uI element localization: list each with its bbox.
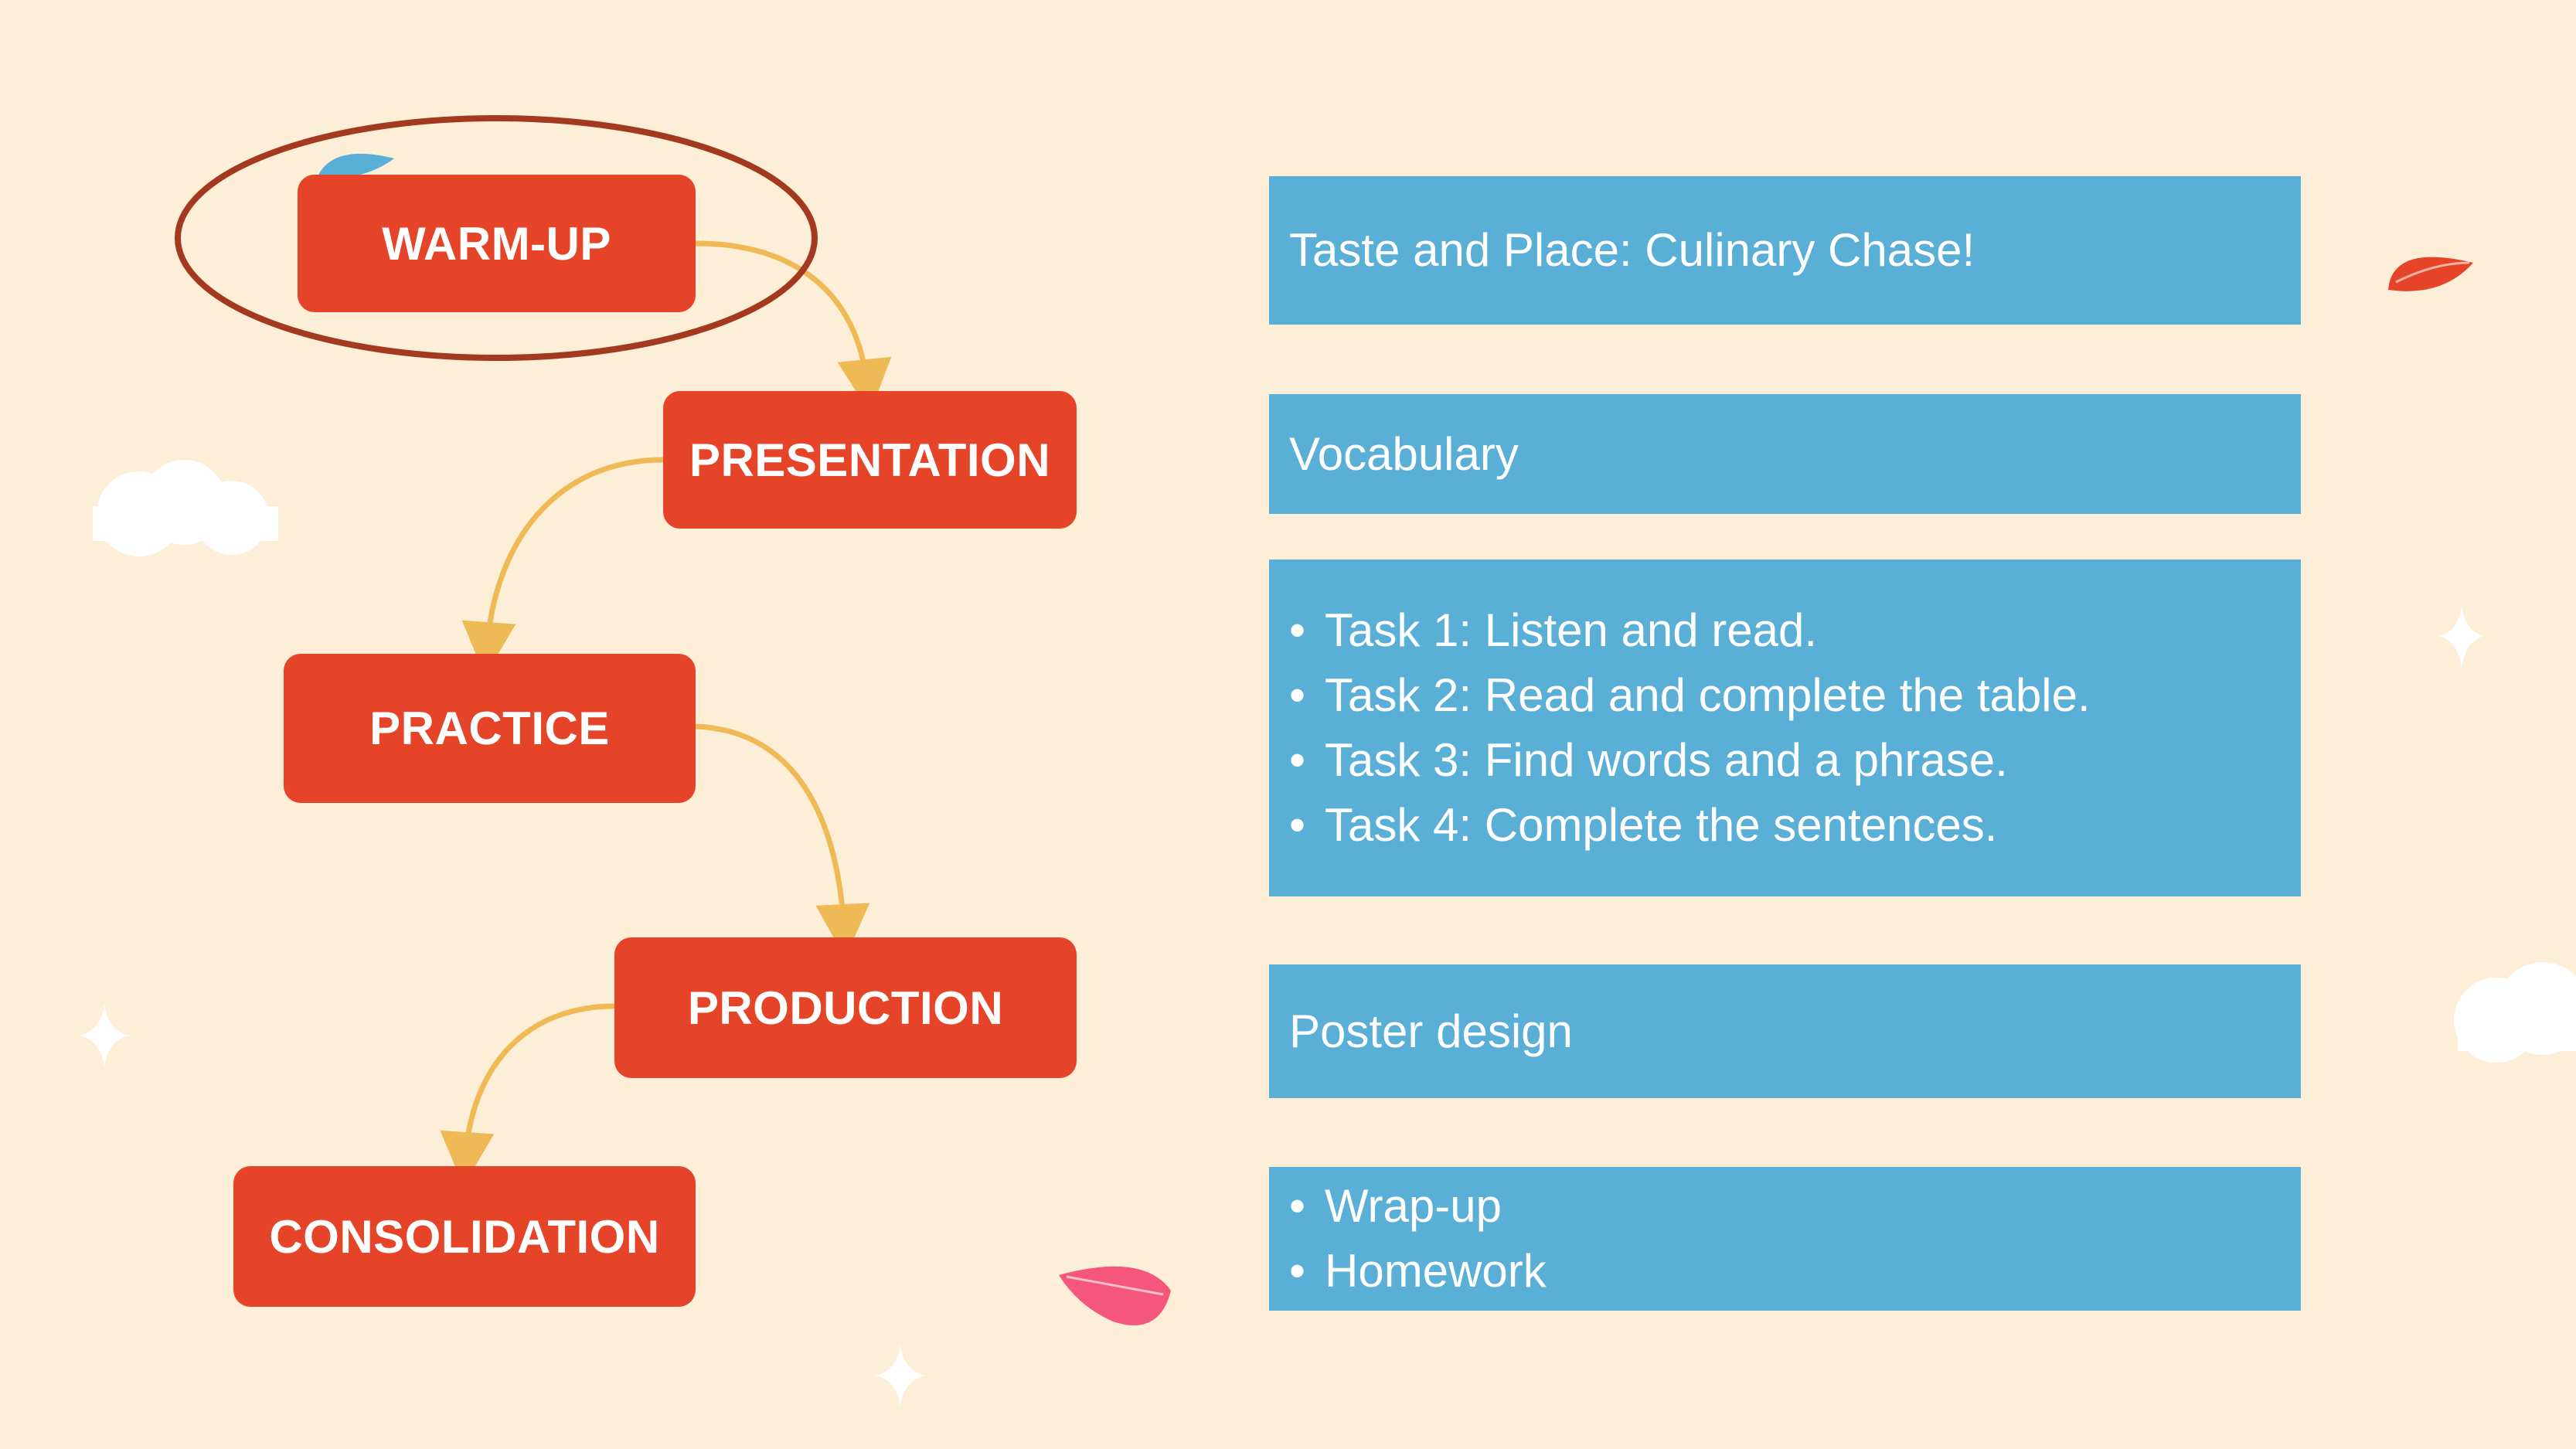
sparkle-icon (79, 1005, 130, 1066)
step-presentation: PRESENTATION (663, 391, 1077, 529)
sparkle-icon (875, 1345, 926, 1406)
presentation-activity-text: Vocabulary (1289, 427, 1519, 480)
cloud-icon (2454, 962, 2576, 1063)
list-item: Task 1: Listen and read. (1289, 598, 2301, 663)
step-practice: PRACTICE (284, 654, 696, 803)
list-item: Homework (1289, 1239, 2301, 1304)
warm-up-activity-text: Taste and Place: Culinary Chase! (1289, 224, 1975, 276)
arrow-production-to-consolidation (440, 1003, 615, 1186)
detail-production: Poster design (1269, 964, 2301, 1098)
production-activity-text: Poster design (1289, 1005, 1573, 1057)
step-warm-up: WARM-UP (298, 175, 696, 312)
arrow-practice-to-production (695, 723, 870, 958)
step-production: PRODUCTION (614, 937, 1077, 1078)
detail-consolidation: Wrap-up Homework (1269, 1167, 2301, 1311)
consolidation-list: Wrap-up Homework (1289, 1174, 2301, 1304)
warm-up-highlight-ring (175, 115, 818, 361)
list-item: Task 4: Complete the sentences. (1289, 793, 2301, 858)
leaf-icon (317, 153, 394, 179)
practice-task-list: Task 1: Listen and read. Task 2: Read an… (1289, 598, 2301, 858)
petal-icon (1059, 1266, 1171, 1325)
sparkle-icon (2438, 607, 2485, 668)
arrow-presentation-to-practice (461, 457, 664, 676)
cloud-icon (93, 460, 278, 556)
step-consolidation: CONSOLIDATION (233, 1166, 696, 1307)
detail-practice: Task 1: Listen and read. Task 2: Read an… (1269, 560, 2301, 896)
list-item: Wrap-up (1289, 1174, 2301, 1239)
detail-presentation: Vocabulary (1269, 394, 2301, 514)
arrow-warmup-to-presentation (695, 240, 892, 413)
detail-warm-up: Taste and Place: Culinary Chase! (1269, 176, 2301, 325)
list-item: Task 2: Read and complete the table. (1289, 663, 2301, 728)
list-item: Task 3: Find words and a phrase. (1289, 728, 2301, 793)
leaf-icon (2388, 257, 2473, 291)
